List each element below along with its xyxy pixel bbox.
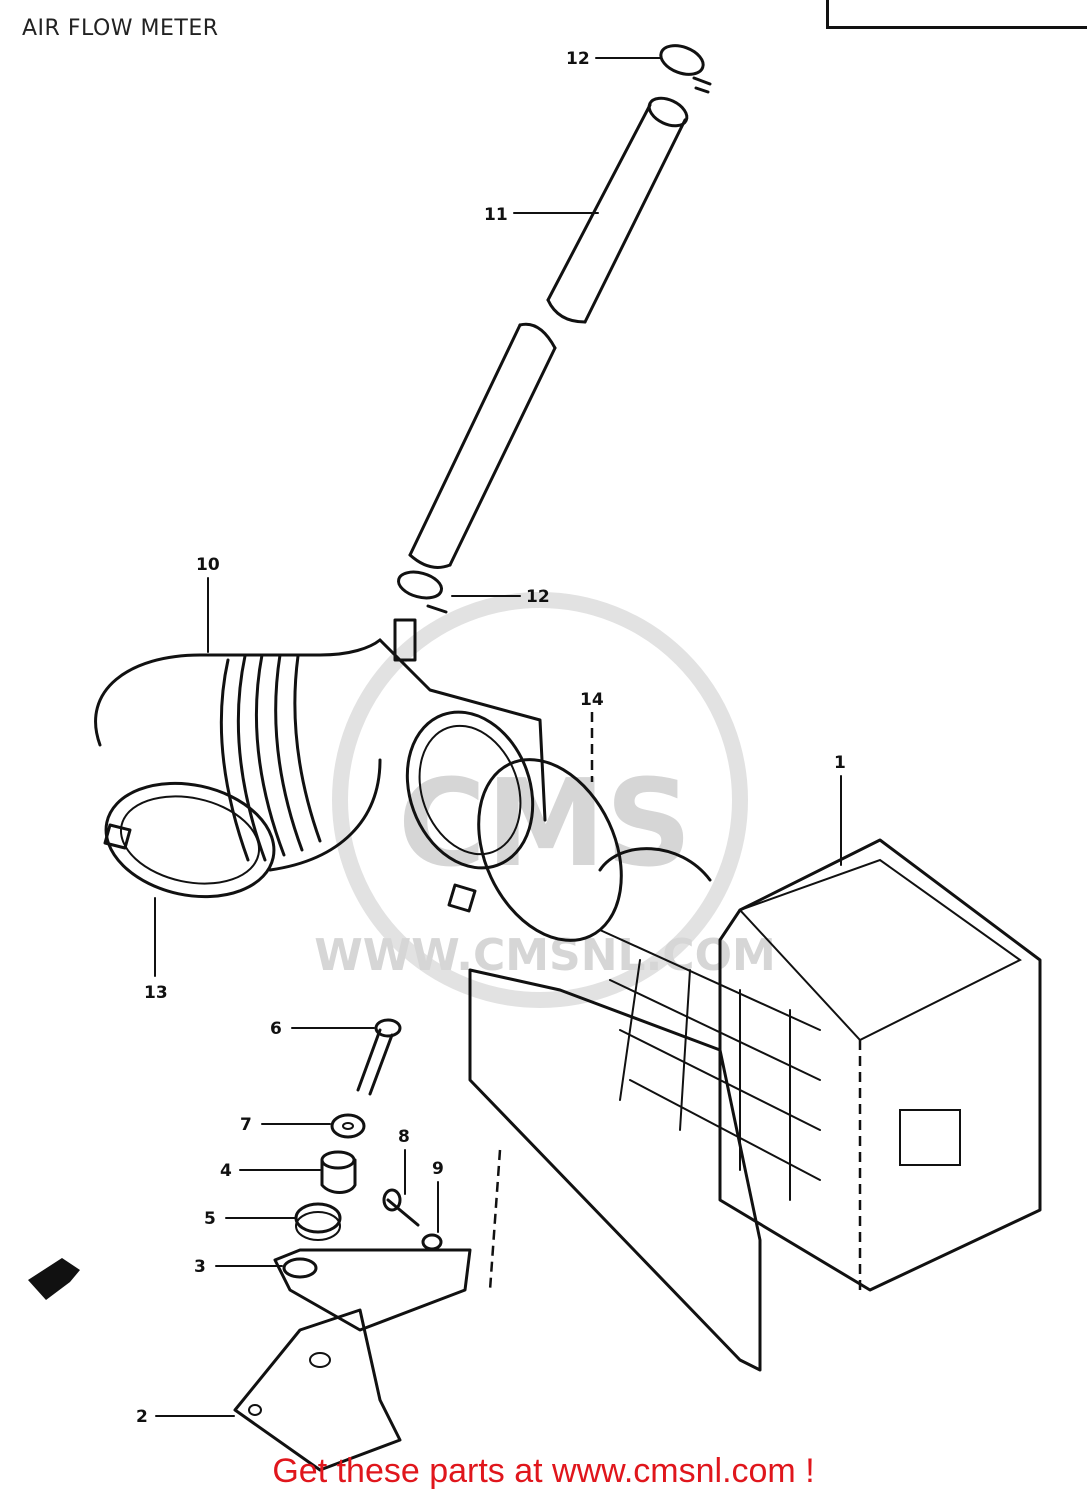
svg-text:14: 14 [580, 690, 604, 710]
part-5-cushion [294, 1202, 342, 1241]
callout-1: 1 [834, 753, 846, 866]
callout-14: 14 [580, 690, 604, 782]
callout-8: 8 [398, 1127, 410, 1195]
part-6-bolt [356, 1018, 402, 1096]
part-4-collar [320, 1150, 357, 1194]
callout-4: 4 [220, 1161, 321, 1181]
svg-text:4: 4 [220, 1161, 232, 1181]
callout-7: 7 [240, 1115, 331, 1135]
svg-text:1: 1 [834, 753, 846, 773]
svg-text:7: 7 [240, 1115, 252, 1135]
callout-12-top: 12 [566, 49, 661, 69]
callouts: 12 11 12 10 14 1 13 6 [136, 49, 846, 1427]
svg-text:6: 6 [270, 1019, 282, 1039]
part-12-clamp-top [659, 44, 712, 94]
callout-5: 5 [204, 1209, 297, 1229]
part-14-clamp [447, 758, 623, 942]
svg-text:11: 11 [484, 205, 508, 225]
svg-text:13: 13 [144, 983, 168, 1003]
part-11-hose [408, 96, 689, 569]
callout-9: 9 [432, 1159, 444, 1233]
svg-text:12: 12 [566, 49, 590, 69]
part-3-bracket [273, 1248, 472, 1332]
front-direction-arrow-icon [28, 1258, 80, 1300]
svg-text:12: 12 [526, 587, 550, 607]
svg-text:3: 3 [194, 1257, 206, 1277]
part-12-clamp-bottom [397, 570, 448, 614]
svg-text:5: 5 [204, 1209, 216, 1229]
svg-text:8: 8 [398, 1127, 410, 1147]
part-7-washer [330, 1113, 366, 1139]
watermark-ring [332, 592, 748, 1008]
frame-corner [826, 0, 1087, 29]
part-9-washer [421, 1233, 443, 1251]
part-1-air-flow-meter [468, 838, 1042, 1372]
svg-text:2: 2 [136, 1407, 148, 1427]
watermark-url: WWW.CMSNL.COM [314, 930, 776, 981]
callout-2: 2 [136, 1407, 235, 1427]
callout-3: 3 [194, 1257, 283, 1277]
callout-10: 10 [196, 555, 220, 653]
callout-13: 13 [144, 897, 168, 1003]
cta-link[interactable]: Get these parts at www.cmsnl.com ! [272, 1452, 815, 1490]
watermark-brand: CMS [398, 755, 692, 894]
page-title: AIR FLOW METER [22, 16, 219, 41]
part-10-intake-elbow [94, 618, 547, 899]
part-2-mount-plate [233, 1308, 402, 1472]
part-8-screw [382, 1188, 420, 1227]
svg-text:9: 9 [432, 1159, 444, 1179]
callout-11: 11 [484, 205, 599, 225]
svg-text:10: 10 [196, 555, 220, 575]
callout-12-bottom: 12 [451, 587, 550, 607]
watermark: CMS WWW.CMSNL.COM [314, 592, 776, 1008]
callout-6: 6 [270, 1019, 375, 1039]
